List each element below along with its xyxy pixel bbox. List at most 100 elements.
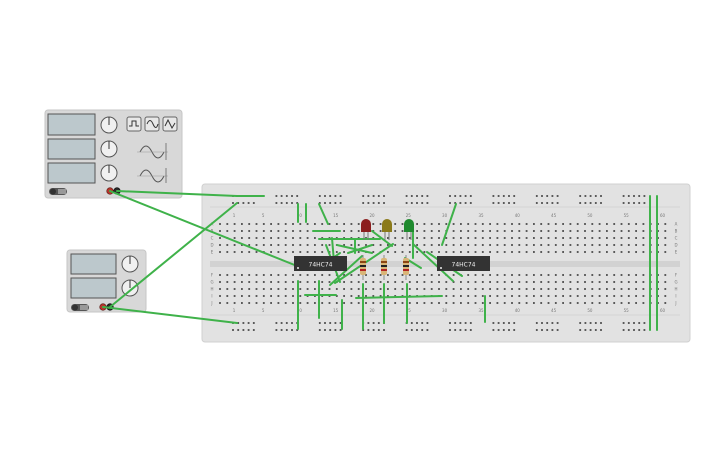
breadboard-hole[interactable] xyxy=(314,237,316,239)
breadboard-hole[interactable] xyxy=(306,244,309,246)
breadboard-hole[interactable] xyxy=(372,322,375,324)
breadboard-hole[interactable] xyxy=(467,223,470,225)
breadboard-hole[interactable] xyxy=(306,274,309,276)
breadboard-hole[interactable] xyxy=(638,195,641,197)
breadboard-hole[interactable] xyxy=(627,329,630,331)
breadboard-hole[interactable] xyxy=(554,281,557,283)
breadboard-hole[interactable] xyxy=(454,322,457,324)
breadboard-hole[interactable] xyxy=(481,295,484,297)
breadboard-hole[interactable] xyxy=(248,230,251,232)
breadboard-hole[interactable] xyxy=(255,244,258,246)
breadboard-hole[interactable] xyxy=(525,237,528,239)
breadboard-hole[interactable] xyxy=(460,223,462,225)
breadboard-hole[interactable] xyxy=(379,244,382,246)
breadboard-hole[interactable] xyxy=(270,274,272,276)
breadboard-hole[interactable] xyxy=(299,230,302,232)
breadboard-hole[interactable] xyxy=(452,237,455,239)
breadboard-hole[interactable] xyxy=(513,202,516,204)
breadboard-hole[interactable] xyxy=(606,295,608,297)
breadboard-hole[interactable] xyxy=(237,202,240,204)
breadboard-hole[interactable] xyxy=(383,195,385,197)
breadboard-hole[interactable] xyxy=(525,288,528,290)
breadboard-hole[interactable] xyxy=(255,302,258,304)
breadboard-hole[interactable] xyxy=(518,244,521,246)
breadboard-hole[interactable] xyxy=(642,244,645,246)
breadboard-hole[interactable] xyxy=(226,288,229,290)
breadboard-hole[interactable] xyxy=(460,302,462,304)
breadboard-hole[interactable] xyxy=(324,202,326,204)
breadboard-hole[interactable] xyxy=(438,223,440,225)
breadboard-hole[interactable] xyxy=(394,230,397,232)
breadboard-hole[interactable] xyxy=(569,302,572,304)
breadboard-hole[interactable] xyxy=(445,244,448,246)
breadboard-hole[interactable] xyxy=(226,302,229,304)
breadboard-hole[interactable] xyxy=(547,302,550,304)
breadboard-hole[interactable] xyxy=(613,295,616,297)
breadboard-hole[interactable] xyxy=(518,288,521,290)
breadboard-hole[interactable] xyxy=(401,281,404,283)
breadboard-hole[interactable] xyxy=(438,244,440,246)
breadboard-hole[interactable] xyxy=(445,302,448,304)
breadboard-hole[interactable] xyxy=(481,288,484,290)
breadboard-hole[interactable] xyxy=(377,202,380,204)
breadboard-hole[interactable] xyxy=(430,237,433,239)
resistor[interactable] xyxy=(360,255,366,280)
breadboard-hole[interactable] xyxy=(469,322,472,324)
breadboard-hole[interactable] xyxy=(535,195,538,197)
breadboard-hole[interactable] xyxy=(241,244,243,246)
breadboard-hole[interactable] xyxy=(635,288,637,290)
breadboard-hole[interactable] xyxy=(314,251,316,253)
breadboard-hole[interactable] xyxy=(377,322,380,324)
breadboard-hole[interactable] xyxy=(357,302,360,304)
breadboard-hole[interactable] xyxy=(502,322,505,324)
breadboard-hole[interactable] xyxy=(635,281,637,283)
breadboard-hole[interactable] xyxy=(357,223,360,225)
breadboard-hole[interactable] xyxy=(405,202,408,204)
breadboard-hole[interactable] xyxy=(321,244,324,246)
breadboard-hole[interactable] xyxy=(262,302,265,304)
breadboard-hole[interactable] xyxy=(496,274,499,276)
breadboard-hole[interactable] xyxy=(365,274,367,276)
breadboard-hole[interactable] xyxy=(511,288,513,290)
breadboard-hole[interactable] xyxy=(627,302,630,304)
breadboard-hole[interactable] xyxy=(474,237,477,239)
breadboard-hole[interactable] xyxy=(306,251,309,253)
breadboard-hole[interactable] xyxy=(379,295,382,297)
breadboard-hole[interactable] xyxy=(518,281,521,283)
breadboard-hole[interactable] xyxy=(365,302,367,304)
breadboard-hole[interactable] xyxy=(255,237,258,239)
breadboard-hole[interactable] xyxy=(423,281,426,283)
breadboard-hole[interactable] xyxy=(503,223,506,225)
breadboard-hole[interactable] xyxy=(459,202,462,204)
breadboard-hole[interactable] xyxy=(292,281,294,283)
breadboard-hole[interactable] xyxy=(620,288,623,290)
breadboard-hole[interactable] xyxy=(328,281,331,283)
breadboard-hole[interactable] xyxy=(562,274,564,276)
breadboard-hole[interactable] xyxy=(511,223,513,225)
generator-power-switch[interactable] xyxy=(49,188,67,195)
breadboard-hole[interactable] xyxy=(445,295,448,297)
breadboard-hole[interactable] xyxy=(496,251,499,253)
breadboard-hole[interactable] xyxy=(622,322,625,324)
breadboard-hole[interactable] xyxy=(627,295,630,297)
breadboard-hole[interactable] xyxy=(426,329,429,331)
breadboard-hole[interactable] xyxy=(285,195,288,197)
breadboard-hole[interactable] xyxy=(584,288,586,290)
breadboard-hole[interactable] xyxy=(255,295,258,297)
breadboard-hole[interactable] xyxy=(554,251,557,253)
breadboard-hole[interactable] xyxy=(518,237,521,239)
breadboard-hole[interactable] xyxy=(460,281,462,283)
breadboard-hole[interactable] xyxy=(321,274,324,276)
breadboard-hole[interactable] xyxy=(496,237,499,239)
breadboard-hole[interactable] xyxy=(664,230,667,232)
breadboard-hole[interactable] xyxy=(247,322,250,324)
breadboard-hole[interactable] xyxy=(547,244,550,246)
breadboard-hole[interactable] xyxy=(241,274,243,276)
breadboard-hole[interactable] xyxy=(642,237,645,239)
breadboard-hole[interactable] xyxy=(481,302,484,304)
breadboard-hole[interactable] xyxy=(489,288,491,290)
breadboard-hole[interactable] xyxy=(635,295,637,297)
breadboard-hole[interactable] xyxy=(489,251,491,253)
breadboard-hole[interactable] xyxy=(387,281,389,283)
breadboard-hole[interactable] xyxy=(551,202,554,204)
